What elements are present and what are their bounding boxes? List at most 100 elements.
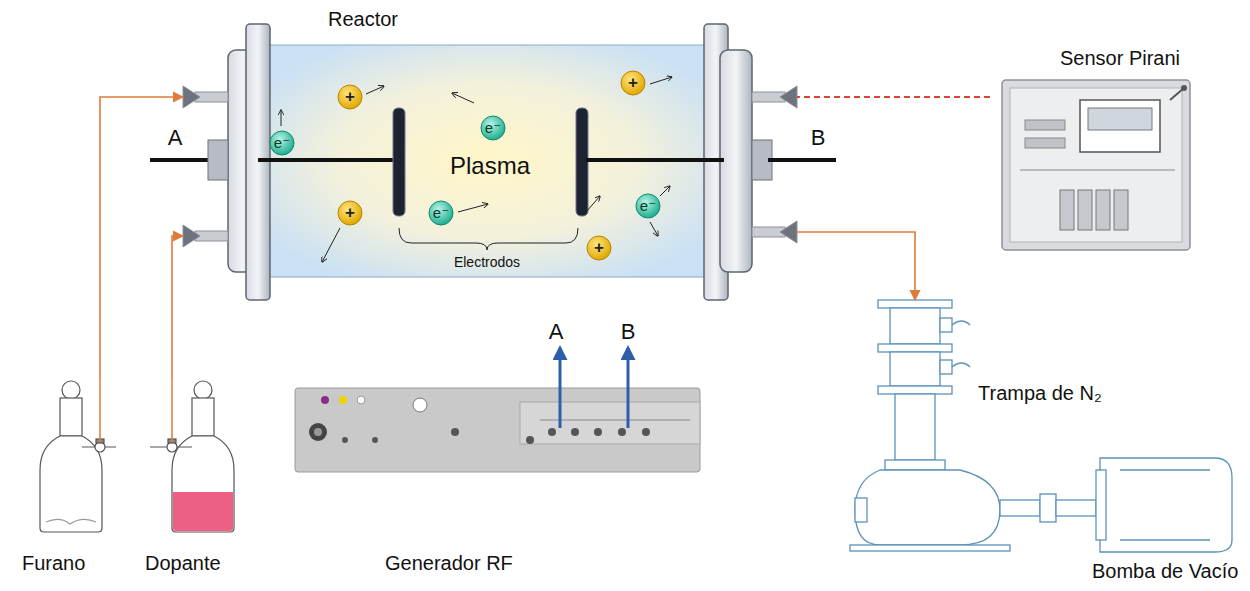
terminal-label: A bbox=[549, 320, 564, 344]
bottle-node: Furano bbox=[20, 380, 130, 580]
rf-generator bbox=[618, 428, 626, 436]
rf-generator bbox=[357, 396, 365, 404]
gas-port bbox=[183, 225, 200, 247]
pirani-gauge bbox=[1025, 138, 1065, 148]
rf-output-arrow bbox=[559, 348, 562, 428]
dopant-bottle bbox=[194, 381, 212, 399]
vacuum-line bbox=[797, 232, 915, 300]
rf-generator bbox=[594, 428, 602, 436]
vacuum-pump bbox=[855, 498, 867, 522]
ion-label: + bbox=[345, 204, 355, 223]
furan-bottle bbox=[40, 381, 116, 532]
dopant-bottle bbox=[172, 436, 234, 532]
terminal-label: B bbox=[621, 320, 636, 344]
electrode bbox=[150, 108, 836, 250]
bottle-node: Dopante bbox=[135, 380, 245, 580]
vacuum-pump bbox=[1120, 469, 1210, 470]
generator-node: Generador RF bbox=[290, 370, 710, 575]
pirani-gauge bbox=[1096, 190, 1110, 230]
electron bbox=[636, 194, 660, 218]
ion-label: + bbox=[594, 239, 604, 258]
ion-label: + bbox=[628, 74, 638, 93]
vacuum-pump bbox=[1120, 539, 1210, 540]
rf-generator bbox=[321, 396, 329, 404]
vacuum-pump bbox=[850, 545, 1010, 551]
rf-output-arrow bbox=[560, 348, 628, 428]
gas-feed-line bbox=[100, 97, 183, 380]
rf-generator bbox=[372, 437, 378, 443]
cold-trap bbox=[878, 300, 970, 460]
rf-generator bbox=[571, 428, 579, 436]
vacuum-pump bbox=[850, 458, 1232, 552]
feed-line bbox=[171, 380, 173, 442]
cold-trap bbox=[878, 300, 952, 308]
rf-generator bbox=[314, 428, 322, 436]
rf-generator bbox=[451, 428, 459, 436]
terminal-label: A bbox=[168, 126, 183, 150]
electron-label: e⁻ bbox=[485, 120, 501, 137]
electron-label: e⁻ bbox=[640, 198, 656, 215]
ion bbox=[338, 71, 645, 260]
gas-port bbox=[183, 86, 797, 247]
dopant-bottle bbox=[173, 492, 233, 531]
rf-generator bbox=[339, 396, 347, 404]
pirani-gauge bbox=[1181, 85, 1187, 91]
electrode bbox=[258, 158, 396, 162]
motion-arrow bbox=[281, 77, 672, 262]
motion-arrow bbox=[366, 86, 384, 94]
rf-generator bbox=[342, 437, 348, 443]
electron-label: e⁻ bbox=[274, 135, 290, 152]
reactor-vessel bbox=[228, 24, 752, 300]
cold-trap bbox=[940, 360, 952, 374]
node-label: Furano bbox=[22, 552, 85, 575]
node-label: Reactor bbox=[328, 8, 398, 31]
pirani-gauge bbox=[1078, 190, 1092, 230]
motion-arrow bbox=[322, 228, 340, 262]
vacuum-pump bbox=[1056, 500, 1096, 516]
dopant-bottle bbox=[150, 381, 234, 532]
pirani-gauge bbox=[1088, 108, 1152, 130]
ion bbox=[587, 236, 611, 260]
reactor-vessel bbox=[720, 50, 752, 272]
motion-arrow bbox=[281, 110, 282, 126]
ion bbox=[621, 71, 645, 95]
gas-port bbox=[183, 86, 200, 108]
node-label: Sensor Pirani bbox=[1060, 47, 1180, 70]
electrode-label: Electrodos bbox=[454, 255, 520, 270]
vacuum-pump bbox=[1100, 458, 1232, 552]
rf-generator bbox=[548, 428, 556, 436]
ion bbox=[338, 201, 362, 225]
dopant-bottle bbox=[192, 398, 214, 436]
gas-port bbox=[780, 86, 797, 108]
pirani-gauge bbox=[1002, 80, 1190, 250]
pirani-gauge bbox=[1114, 190, 1128, 230]
vacuum-pump bbox=[1040, 494, 1056, 522]
rf-generator bbox=[520, 402, 700, 444]
gas-feed-line bbox=[172, 236, 183, 380]
cold-trap bbox=[952, 321, 970, 325]
motion-arrow bbox=[650, 77, 672, 84]
rf-generator bbox=[295, 388, 700, 472]
furan-bottle bbox=[60, 398, 82, 436]
rf-generator bbox=[309, 423, 327, 441]
ion bbox=[338, 85, 362, 109]
vacuum-pump bbox=[1000, 500, 1040, 516]
cold-trap bbox=[895, 394, 935, 460]
pirani-gauge bbox=[1060, 190, 1074, 230]
furan-bottle bbox=[46, 519, 96, 524]
motion-arrow bbox=[650, 222, 658, 236]
terminal-label: B bbox=[811, 126, 826, 150]
pirani-gauge bbox=[1080, 100, 1160, 152]
pirani-gauge bbox=[1020, 170, 1175, 171]
vacuum-pump bbox=[855, 470, 1000, 545]
node-label: Trampa de N₂ bbox=[978, 382, 1102, 405]
electrode bbox=[208, 140, 228, 180]
cold-trap bbox=[878, 344, 952, 352]
electrode bbox=[399, 228, 578, 250]
sensor-node: Sensor Pirani bbox=[990, 45, 1205, 260]
vacuum-pump bbox=[885, 460, 945, 470]
rf-generator bbox=[413, 398, 427, 412]
